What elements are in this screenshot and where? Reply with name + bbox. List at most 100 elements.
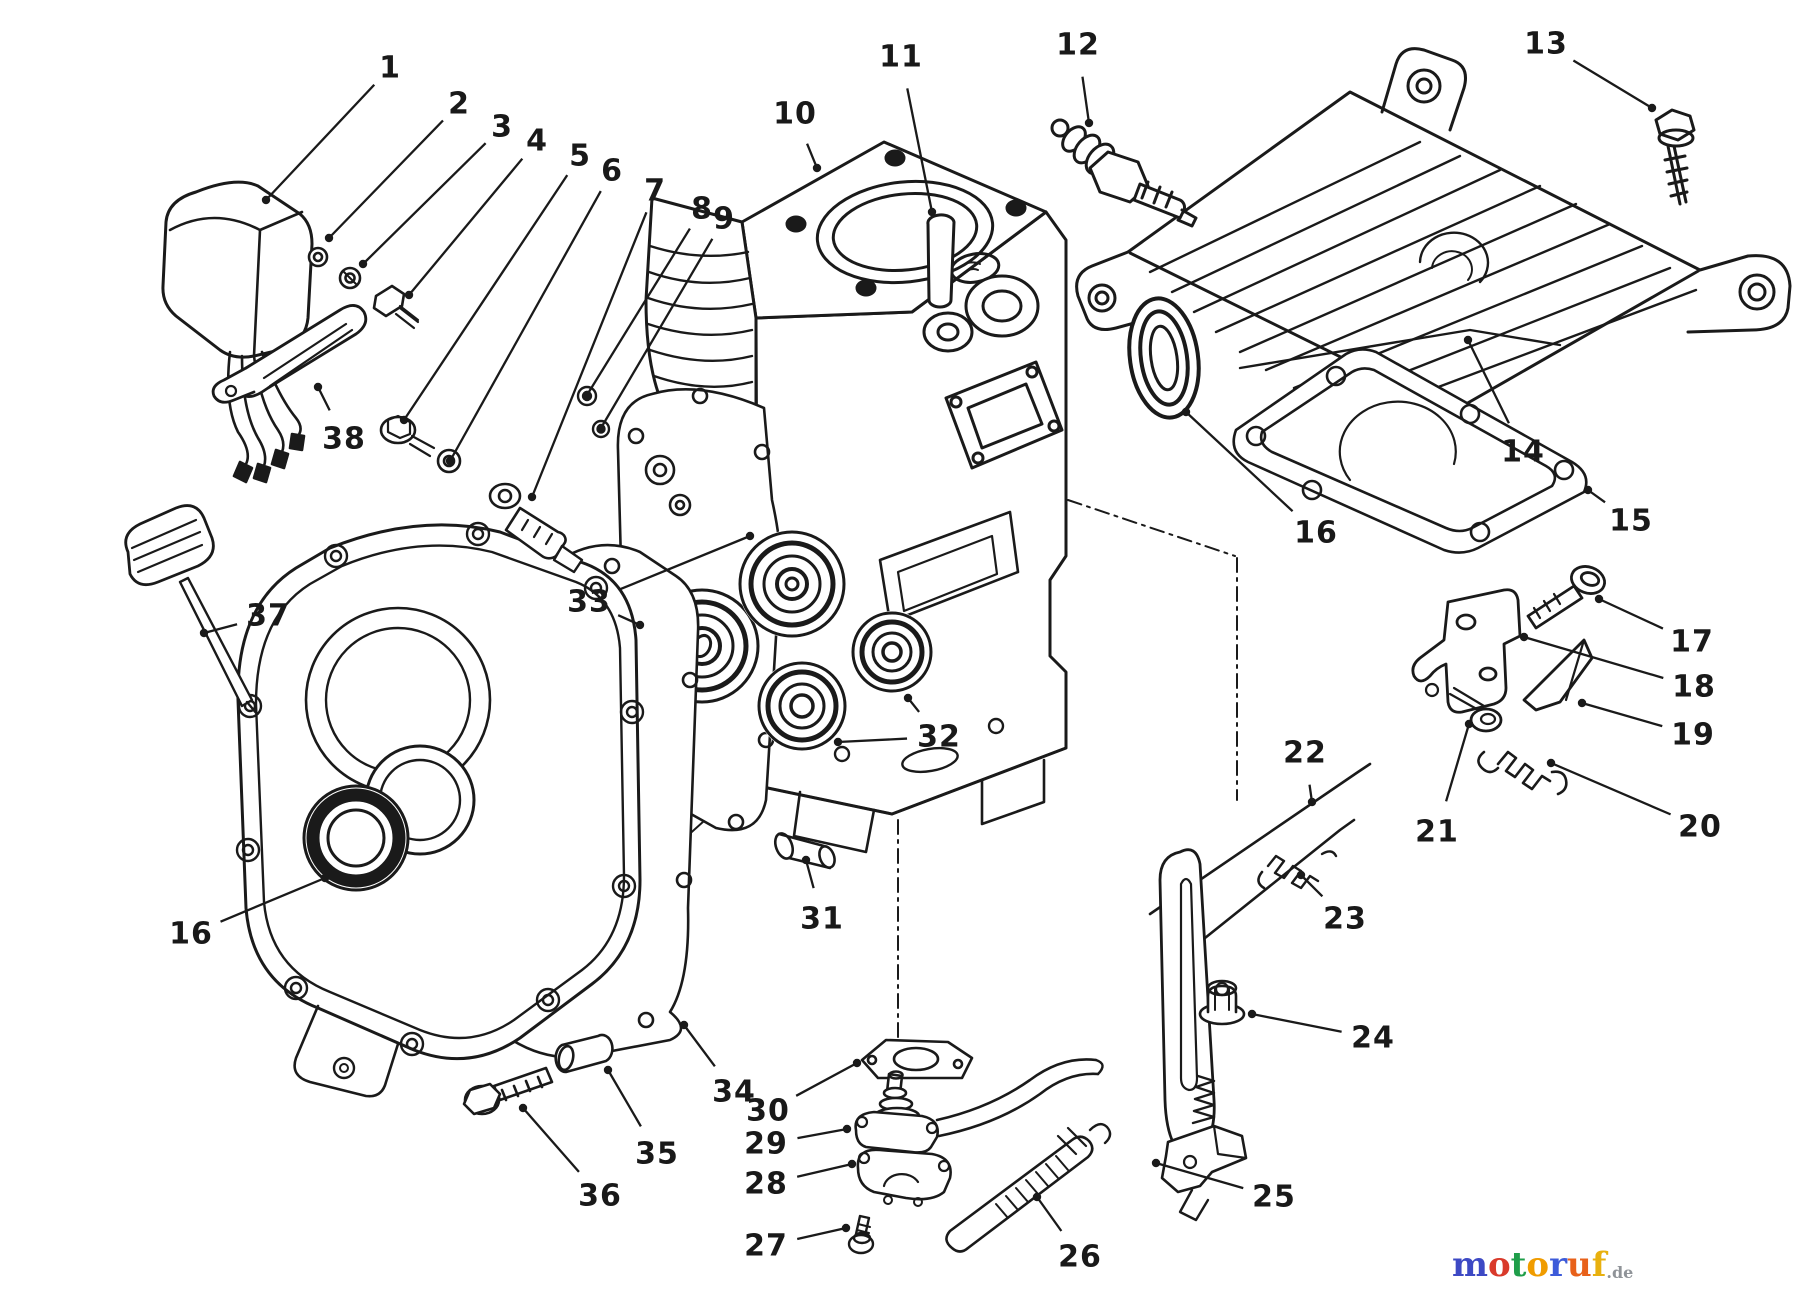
part-callout: 6 bbox=[601, 153, 623, 189]
callout-leader bbox=[806, 143, 819, 169]
part-callout: 7 bbox=[644, 173, 666, 209]
part-callout: 36 bbox=[578, 1178, 622, 1214]
dowel-pin bbox=[773, 832, 836, 870]
callout-leader bbox=[1300, 874, 1324, 898]
callout-leader bbox=[600, 238, 714, 429]
callout-leader bbox=[530, 211, 648, 498]
callout-leader bbox=[1036, 1196, 1063, 1232]
watermark-letter: r bbox=[1549, 1245, 1567, 1285]
watermark-suffix: .de bbox=[1606, 1263, 1634, 1282]
callout-dot bbox=[518, 1103, 528, 1113]
part-callout: 35 bbox=[635, 1136, 679, 1172]
part-callout: 18 bbox=[1672, 669, 1716, 705]
part-callout: 37 bbox=[246, 598, 290, 634]
carb-bolt bbox=[847, 1214, 875, 1255]
callout-dot bbox=[358, 259, 368, 269]
callout-dot bbox=[596, 423, 606, 433]
callout-leader bbox=[796, 1226, 847, 1241]
callout-dot bbox=[1463, 335, 1473, 345]
part-callout: 16 bbox=[169, 916, 213, 952]
callout-leader bbox=[586, 227, 691, 396]
callout-dot bbox=[320, 873, 330, 883]
spacer bbox=[554, 1033, 614, 1074]
callout-dot bbox=[404, 290, 414, 300]
dipstick bbox=[124, 504, 259, 716]
part-callout: 20 bbox=[1678, 809, 1722, 845]
callout-leader bbox=[448, 190, 602, 462]
callout-leader bbox=[837, 737, 908, 744]
callout-dot bbox=[527, 492, 537, 502]
callout-dot bbox=[399, 415, 409, 425]
callout-leader bbox=[804, 859, 815, 889]
carb-upper-body bbox=[854, 1058, 1104, 1154]
callout-leader bbox=[796, 1162, 853, 1178]
part-callout: 24 bbox=[1351, 1020, 1395, 1056]
part-callout: 23 bbox=[1323, 901, 1367, 937]
spark-plug bbox=[1050, 118, 1198, 228]
ignition-coil bbox=[161, 180, 314, 484]
callout-dot bbox=[199, 628, 209, 638]
callout-dot bbox=[603, 1065, 613, 1075]
callout-leader bbox=[316, 386, 331, 411]
callout-dot bbox=[801, 855, 811, 865]
fastener-chain bbox=[307, 246, 584, 574]
callout-dot bbox=[833, 737, 843, 747]
callout-leader bbox=[328, 119, 444, 239]
part-callout: 38 bbox=[322, 421, 366, 457]
flange-nut bbox=[1198, 979, 1246, 1026]
part-callout: 14 bbox=[1501, 434, 1545, 470]
motoruf-watermark: motoruf.de bbox=[1452, 1248, 1633, 1282]
callout-dot bbox=[1032, 1192, 1042, 1202]
part-callout: 19 bbox=[1671, 717, 1715, 753]
part-callout: 22 bbox=[1283, 735, 1327, 771]
callout-dot bbox=[852, 1058, 862, 1068]
callout-leader bbox=[362, 142, 487, 265]
callout-dot bbox=[1577, 698, 1587, 708]
callout-dot bbox=[1296, 870, 1306, 880]
callout-leader bbox=[607, 1069, 642, 1127]
cylinder-head bbox=[1075, 47, 1792, 420]
part-callout: 10 bbox=[773, 96, 817, 132]
part-callout: 17 bbox=[1670, 624, 1714, 660]
carb-lower-body bbox=[856, 1148, 952, 1207]
callout-leader bbox=[795, 1061, 858, 1097]
cover-bolt bbox=[462, 1066, 554, 1116]
part-callout: 30 bbox=[746, 1093, 790, 1129]
cylinder-block bbox=[644, 140, 1068, 854]
callout-dot bbox=[847, 1159, 857, 1169]
callout-leader bbox=[1466, 339, 1510, 424]
part-callout: 3 bbox=[491, 109, 513, 145]
callout-leader bbox=[1572, 59, 1653, 109]
callout-leader bbox=[683, 1024, 716, 1068]
callout-dot bbox=[745, 531, 755, 541]
watermark-letter: f bbox=[1591, 1245, 1607, 1285]
callout-dot bbox=[1084, 118, 1094, 128]
callout-leader bbox=[1550, 761, 1672, 816]
callout-leader bbox=[220, 876, 326, 923]
part-callout: 29 bbox=[744, 1126, 788, 1162]
part-callout: 27 bbox=[744, 1228, 788, 1264]
part-callout: 1 bbox=[379, 50, 401, 86]
callout-leader bbox=[1081, 76, 1091, 124]
part-callout: 15 bbox=[1609, 503, 1653, 539]
part-callout: 28 bbox=[744, 1166, 788, 1202]
head-gasket bbox=[1232, 348, 1588, 554]
part-callout: 16 bbox=[1294, 515, 1338, 551]
callout-dot bbox=[1464, 719, 1474, 729]
part-callout: 8 bbox=[691, 191, 713, 227]
watermark-letter: o bbox=[1526, 1245, 1550, 1285]
seal-ring-right bbox=[1127, 296, 1201, 420]
part-callout: 26 bbox=[1058, 1239, 1102, 1275]
part-callout: 31 bbox=[800, 901, 844, 937]
callout-dot bbox=[582, 390, 592, 400]
watermark-word: motoruf bbox=[1452, 1248, 1606, 1282]
callout-dot bbox=[903, 693, 913, 703]
coil-bracket bbox=[211, 304, 368, 404]
callout-dot bbox=[445, 456, 455, 466]
callout-dot bbox=[1546, 758, 1556, 768]
watermark-letter: o bbox=[1487, 1245, 1511, 1285]
callout-leader bbox=[1185, 411, 1294, 513]
part-callout: 11 bbox=[879, 39, 923, 75]
